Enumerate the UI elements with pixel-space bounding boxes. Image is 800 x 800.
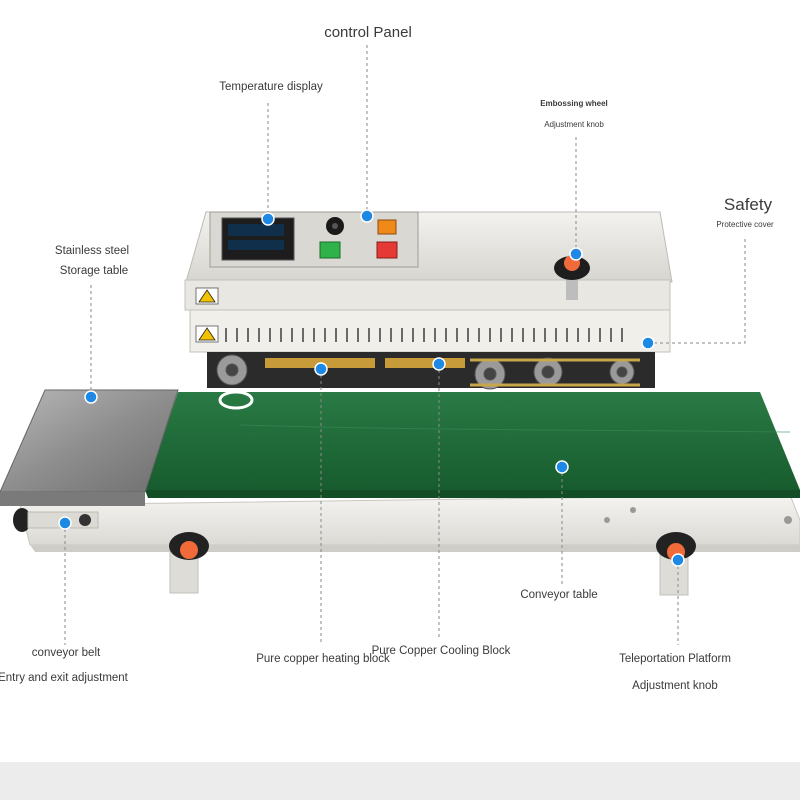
label-heating-block: Pure copper heating block	[256, 653, 390, 665]
footer-band	[0, 762, 800, 800]
temperature-dial	[326, 217, 344, 235]
temperature-display	[221, 217, 295, 261]
stop-button	[376, 241, 398, 259]
stainless-storage-table	[0, 389, 179, 506]
leader-lines	[64, 45, 746, 645]
entry-adjust-knob	[13, 508, 99, 532]
label-embossing-wheel: Embossing wheel	[540, 99, 608, 108]
conveyor-frame	[13, 494, 800, 596]
control-panel	[209, 211, 419, 268]
power-switch	[377, 219, 397, 235]
embossing-knob	[554, 255, 590, 300]
label-control-panel: control Panel	[324, 24, 412, 41]
drive-wheels	[216, 354, 635, 390]
label-adjustment-knob-bottom: Adjustment knob	[632, 680, 718, 692]
label-cooling-block: Pure Copper Cooling Block	[371, 645, 511, 657]
label-storage-table: Storage table	[59, 265, 129, 277]
label-conveyor-table: Conveyor table	[520, 589, 598, 601]
circle-dot-icon	[58, 209, 685, 567]
green-conveyor-belt	[145, 392, 800, 490]
label-entry-exit-adjustment: Entry and exit adjustment	[0, 672, 128, 684]
vent-slots	[225, 328, 623, 342]
label-protective-cover: Protective cover	[716, 220, 774, 229]
label-temperature-display: Temperature display	[219, 81, 323, 93]
label-safety: Safety	[723, 195, 773, 214]
left-leg-knob	[169, 532, 209, 560]
label-stainless-steel: Stainless steel	[54, 245, 130, 257]
start-button	[319, 241, 341, 259]
label-teleportation-platform: Teleportation Platform	[619, 653, 731, 665]
label-adjustment-knob-top: Adjustment knob	[544, 120, 604, 129]
label-conveyor-belt: conveyor belt	[31, 647, 101, 659]
warning-triangle-icon	[195, 287, 219, 343]
